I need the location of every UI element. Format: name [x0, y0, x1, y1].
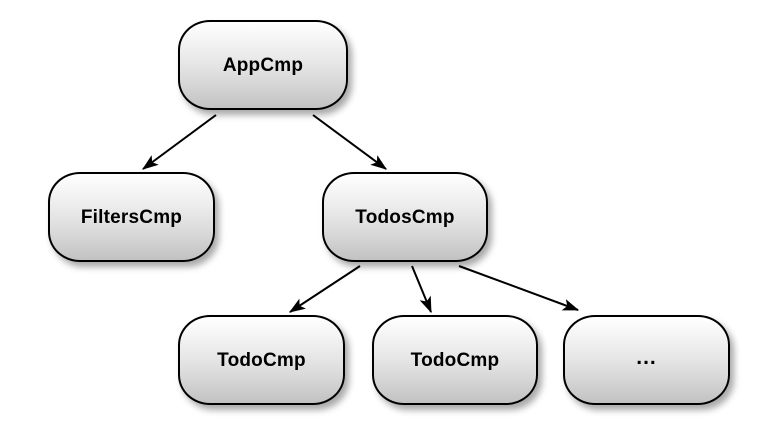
edge-todos-to-todo1 — [288, 265, 361, 313]
node-more[interactable]: ... — [563, 315, 730, 405]
node-label-filters: FiltersCmp — [80, 206, 183, 228]
node-label-more: ... — [636, 345, 657, 369]
edge-app-to-filters — [142, 114, 217, 170]
node-label-todos: TodosCmp — [355, 206, 455, 228]
node-label-todo1: TodoCmp — [217, 349, 306, 371]
edge-todos-to-todo2 — [411, 265, 432, 314]
edge-todos-to-more — [458, 265, 580, 311]
node-filters[interactable]: FiltersCmp — [48, 172, 215, 262]
edge-app-to-todos — [312, 114, 387, 170]
node-todos[interactable]: TodosCmp — [322, 172, 488, 262]
node-todo2[interactable]: TodoCmp — [372, 315, 538, 405]
node-label-todo2: TodoCmp — [410, 349, 500, 371]
node-todo1[interactable]: TodoCmp — [178, 315, 345, 405]
node-label-app: AppCmp — [222, 54, 304, 76]
node-app[interactable]: AppCmp — [178, 20, 348, 110]
